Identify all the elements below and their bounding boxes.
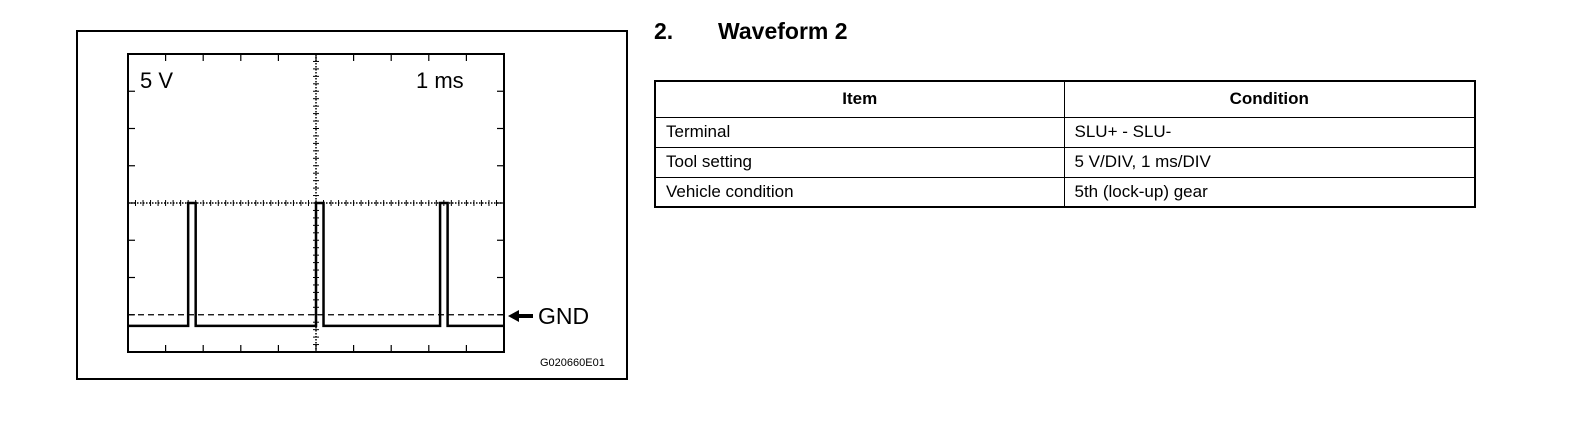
oscilloscope-graph: 5 V 1 ms GND G020660E01 — [127, 53, 605, 369]
column-header-item: Item — [654, 80, 1065, 118]
waveform-figure: 5 V 1 ms GND G020660E01 — [76, 30, 628, 380]
table-header-row: Item Condition — [654, 80, 1476, 118]
item-cell: Tool setting — [654, 146, 1065, 178]
ground-label: GND — [538, 303, 589, 329]
section-heading: 2. Waveform 2 — [654, 18, 848, 45]
voltage-scale-label: 5 V — [140, 68, 173, 93]
pulse-waveform — [128, 201, 504, 328]
item-cell: Terminal — [654, 116, 1065, 148]
section-number: 2. — [654, 18, 674, 44]
ground-arrow-icon — [508, 310, 533, 322]
item-cell: Vehicle condition — [654, 176, 1065, 208]
condition-table: Item Condition Terminal SLU+ - SLU- Tool… — [654, 80, 1476, 208]
condition-cell: 5th (lock-up) gear — [1063, 176, 1476, 208]
table-row: Vehicle condition 5th (lock-up) gear — [654, 176, 1476, 208]
table-row: Tool setting 5 V/DIV, 1 ms/DIV — [654, 146, 1476, 178]
condition-cell: SLU+ - SLU- — [1063, 116, 1476, 148]
column-header-condition: Condition — [1063, 80, 1476, 118]
time-scale-label: 1 ms — [416, 68, 464, 93]
table-row: Terminal SLU+ - SLU- — [654, 116, 1476, 148]
section-title: Waveform 2 — [718, 18, 848, 44]
condition-cell: 5 V/DIV, 1 ms/DIV — [1063, 146, 1476, 178]
figure-code: G020660E01 — [540, 357, 605, 369]
